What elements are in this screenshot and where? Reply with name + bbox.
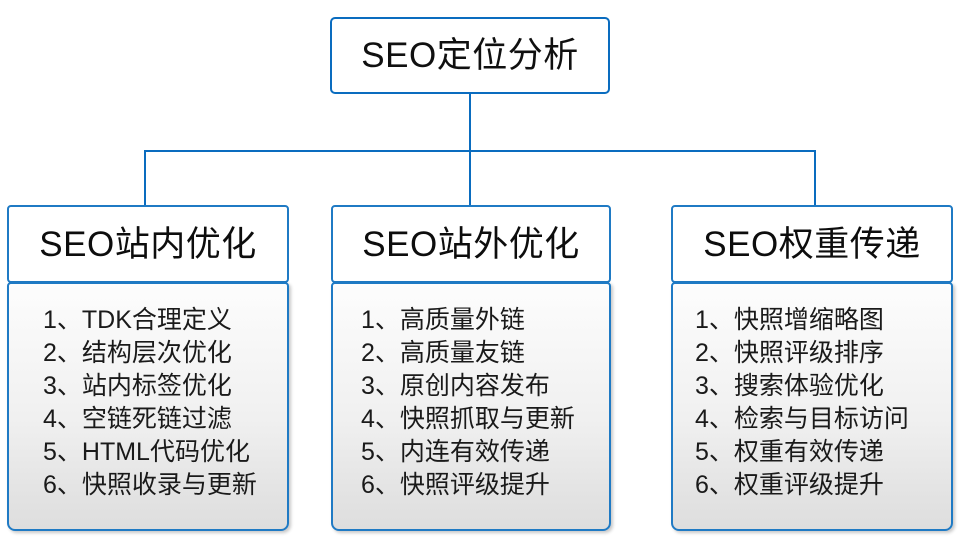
list-item: 3、站内标签优化 [43,372,232,400]
list-item: 1、快照增缩略图 [695,306,884,334]
list-item: 2、高质量友链 [361,339,525,367]
branch-header-3[interactable]: SEO权重传递 [671,205,953,283]
branch-header-2[interactable]: SEO站外优化 [331,205,611,283]
list-item: 5、HTML代码优化 [43,438,250,466]
list-item: 1、TDK合理定义 [43,306,232,334]
connector-horizontal-bus [144,150,816,152]
list-item: 6、快照收录与更新 [43,471,257,499]
branch-column-3: SEO权重传递 1、快照增缩略图 2、快照评级排序 3、搜索体验优化 4、检索与… [671,205,953,531]
list-item: 6、快照评级提升 [361,471,550,499]
list-item: 5、权重有效传递 [695,438,884,466]
list-item: 3、搜索体验优化 [695,372,884,400]
branch-body-3: 1、快照增缩略图 2、快照评级排序 3、搜索体验优化 4、检索与目标访问 5、权… [671,282,953,531]
branch-body-2: 1、高质量外链 2、高质量友链 3、原创内容发布 4、快照抓取与更新 5、内连有… [331,282,611,531]
branch-body-1: 1、TDK合理定义 2、结构层次优化 3、站内标签优化 4、空链死链过滤 5、H… [7,282,289,531]
list-item: 3、原创内容发布 [361,372,550,400]
item-list-3: 1、快照增缩略图 2、快照评级排序 3、搜索体验优化 4、检索与目标访问 5、权… [673,304,951,502]
branch-header-label-1: SEO站内优化 [39,224,257,264]
connector-branch-left [144,150,146,206]
list-item: 2、结构层次优化 [43,339,232,367]
connector-branch-center [469,150,471,206]
branch-column-1: SEO站内优化 1、TDK合理定义 2、结构层次优化 3、站内标签优化 4、空链… [7,205,289,531]
list-item: 4、空链死链过滤 [43,405,232,433]
branch-header-label-3: SEO权重传递 [703,224,921,264]
branch-header-label-2: SEO站外优化 [362,224,580,264]
branch-column-2: SEO站外优化 1、高质量外链 2、高质量友链 3、原创内容发布 4、快照抓取与… [331,205,611,531]
item-list-1: 1、TDK合理定义 2、结构层次优化 3、站内标签优化 4、空链死链过滤 5、H… [9,304,287,502]
branch-header-1[interactable]: SEO站内优化 [7,205,289,283]
connector-branch-right [814,150,816,206]
list-item: 6、权重评级提升 [695,471,884,499]
root-node-label: SEO定位分析 [361,36,579,75]
list-item: 2、快照评级排序 [695,339,884,367]
list-item: 4、快照抓取与更新 [361,405,575,433]
item-list-2: 1、高质量外链 2、高质量友链 3、原创内容发布 4、快照抓取与更新 5、内连有… [333,304,609,502]
list-item: 5、内连有效传递 [361,438,550,466]
connector-root-vertical [469,94,471,151]
root-node[interactable]: SEO定位分析 [330,17,610,94]
list-item: 1、高质量外链 [361,306,525,334]
list-item: 4、检索与目标访问 [695,405,909,433]
